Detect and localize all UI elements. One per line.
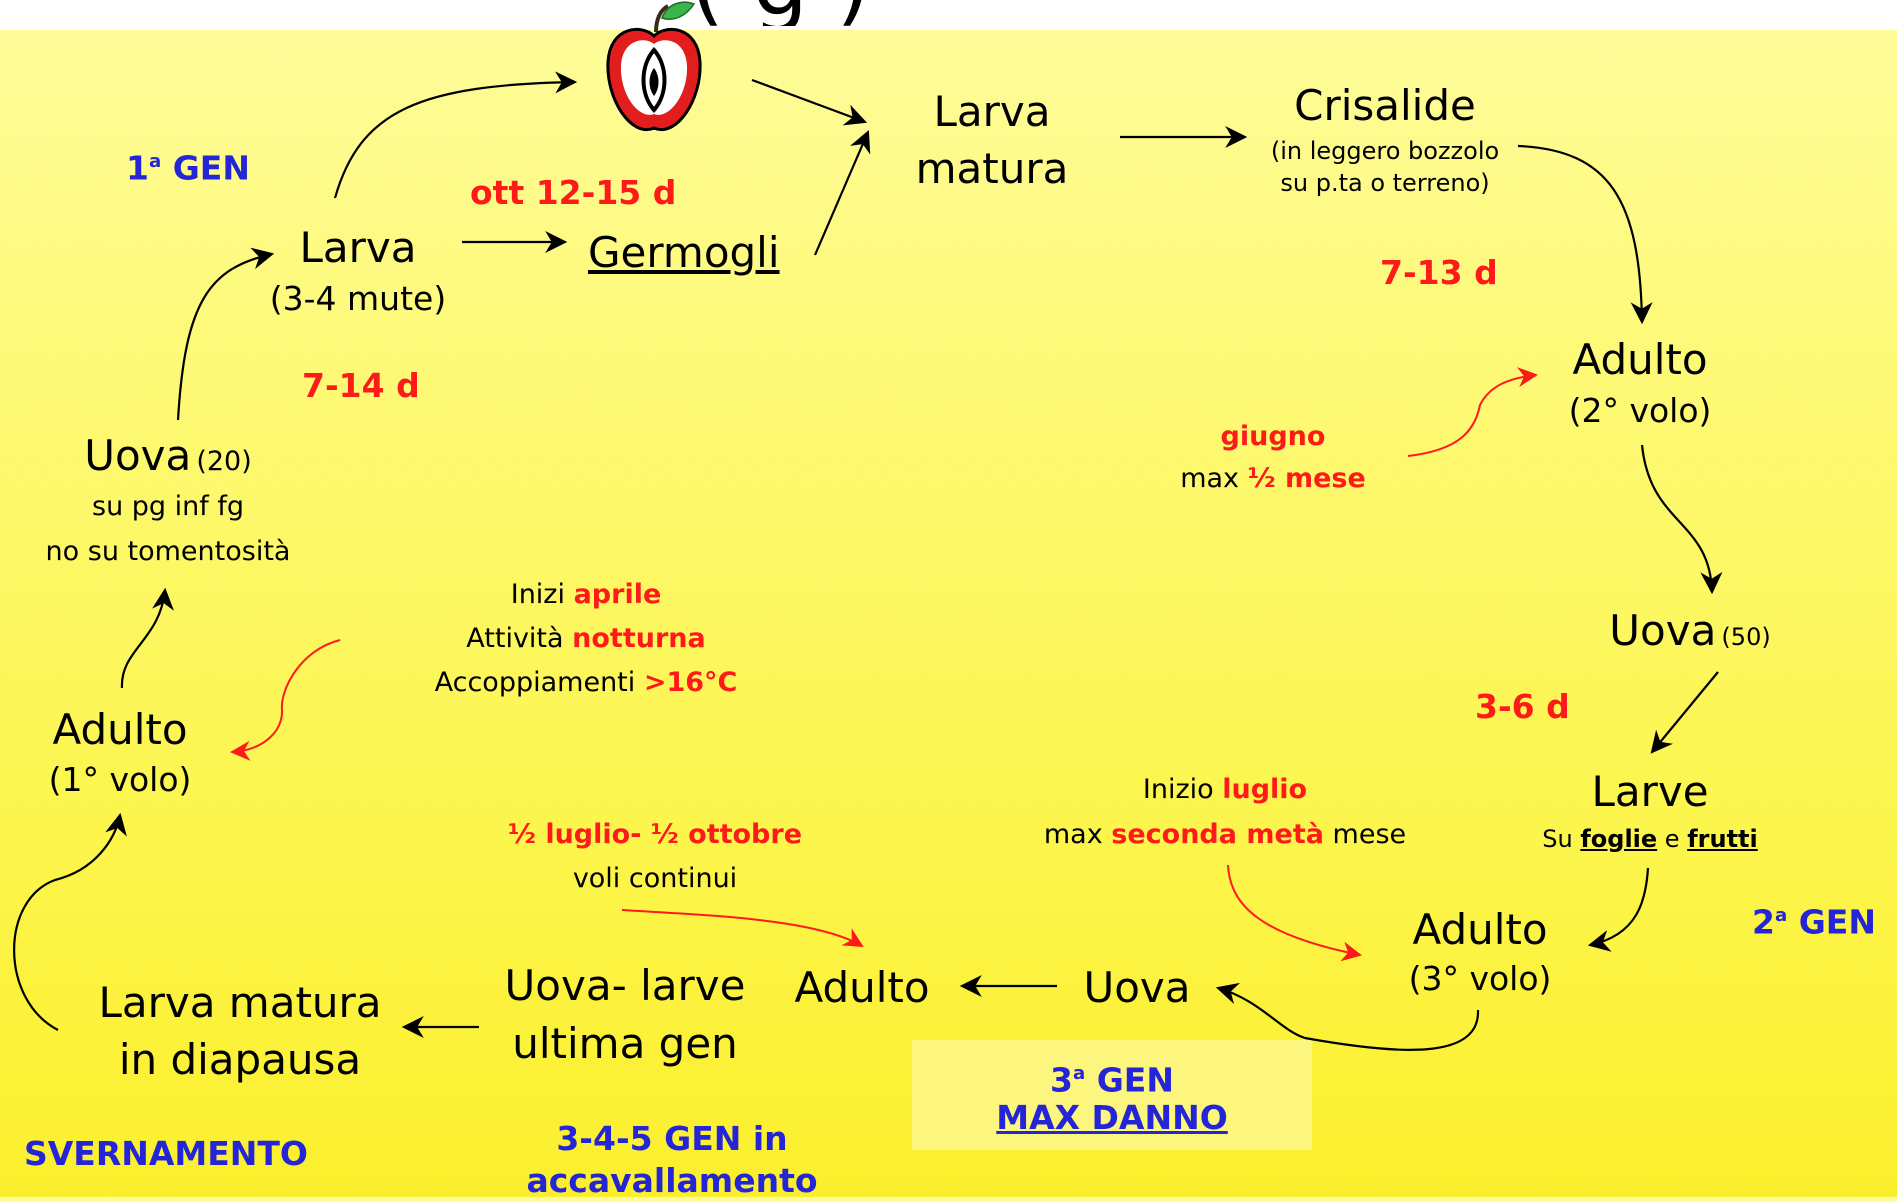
uova1-line1: su pg inf fg bbox=[92, 491, 244, 522]
gen1-label: 1a GEN bbox=[126, 148, 250, 188]
adulto2-sub: (2° volo) bbox=[1568, 391, 1712, 430]
inizi-line3: Accoppiamenti >16°C bbox=[434, 667, 738, 698]
arrow-larve-to-adulto3 bbox=[1587, 867, 1650, 952]
arrow-apple-to-larva-matura bbox=[751, 78, 868, 126]
red-arrow-half bbox=[621, 909, 864, 948]
apple-icon bbox=[606, 1, 702, 132]
red-arrow-giugno bbox=[1407, 367, 1538, 457]
top-band bbox=[0, 0, 1897, 30]
adulto3-label: Adulto bbox=[1412, 905, 1548, 954]
duration-7-13: 7-13 d bbox=[1380, 253, 1498, 292]
red-arrow-aprile bbox=[230, 639, 341, 761]
gen3-max-danno: MAX DANNO bbox=[996, 1098, 1228, 1137]
gen3-highlight-box bbox=[912, 1040, 1312, 1150]
half-period-line2: voli continui bbox=[572, 863, 738, 894]
gen345-line1: 3-4-5 GEN in bbox=[556, 1119, 788, 1158]
larva-matura-line1: Larva bbox=[933, 87, 1051, 136]
inizi-line2: Attività notturna bbox=[466, 623, 706, 654]
arrow-diapausa-to-adulto1 bbox=[13, 812, 127, 1031]
larve-label: Larve bbox=[1591, 767, 1709, 816]
adulto3-sub: (3° volo) bbox=[1408, 959, 1552, 998]
larva-sub: (3-4 mute) bbox=[269, 279, 447, 318]
adulto1-label: Adulto bbox=[52, 705, 188, 754]
larva-diapausa-line2: in diapausa bbox=[118, 1035, 362, 1084]
luglio-line1: Inizio luglio bbox=[1142, 774, 1308, 805]
adulto-last-label: Adulto bbox=[794, 963, 930, 1012]
arrow-adulto1-to-uova1 bbox=[120, 587, 174, 689]
svernamento-label: SVERNAMENTO bbox=[24, 1134, 308, 1173]
larva-diapausa-line1: Larva matura bbox=[98, 978, 382, 1027]
arrow-uova1-to-larva bbox=[176, 247, 275, 421]
giugno-max: max ½ mese bbox=[1180, 463, 1366, 494]
duration-7-14: 7-14 d bbox=[302, 366, 420, 405]
ott-duration: ott 12-15 d bbox=[470, 173, 677, 212]
uova1-label: Uova (20) bbox=[84, 431, 252, 480]
gen3-label: 3a GEN bbox=[1050, 1060, 1174, 1100]
adulto1-sub: (1° volo) bbox=[48, 760, 192, 799]
arrow-crisalide-to-adulto2 bbox=[1517, 144, 1653, 325]
crisalide-label: Crisalide bbox=[1294, 81, 1476, 130]
inizi-line1: Inizi aprile bbox=[510, 579, 662, 610]
arrow-uova2-to-larve bbox=[1650, 671, 1719, 754]
uova-larve-line1: Uova- larve bbox=[504, 961, 746, 1010]
adulto2-label: Adulto bbox=[1572, 335, 1708, 384]
gen2-label: 2a GEN bbox=[1752, 902, 1876, 942]
larve-sub: Su foglie e frutti bbox=[1542, 825, 1758, 853]
uova1-line2: no su tomentosità bbox=[45, 536, 291, 567]
crisalide-line1: (in leggero bozzolo bbox=[1270, 137, 1500, 165]
larva-matura-line2: matura bbox=[915, 144, 1069, 193]
uova-larve-line2: ultima gen bbox=[512, 1019, 738, 1068]
giugno-label: giugno bbox=[1220, 421, 1326, 452]
red-arrow-luglio bbox=[1227, 864, 1362, 962]
half-period-line1: ½ luglio- ½ ottobre bbox=[507, 819, 803, 850]
uova2-label: Uova (50) bbox=[1609, 606, 1771, 655]
arrow-adulto2-to-uova2 bbox=[1640, 444, 1723, 595]
arrow-larva-to-apple bbox=[333, 71, 578, 199]
title-fragment: ( g ) bbox=[690, 0, 1840, 26]
arrow-adulto3-to-uova3 bbox=[1215, 982, 1480, 1051]
uova3-label: Uova bbox=[1083, 963, 1191, 1012]
arrow-germogli-to-larva-matura bbox=[813, 129, 871, 256]
gen345-line2: accavallamento bbox=[526, 1161, 818, 1200]
crisalide-line2: su p.ta o terreno) bbox=[1280, 169, 1490, 197]
germogli-label: Germogli bbox=[588, 228, 780, 277]
duration-3-6: 3-6 d bbox=[1475, 687, 1570, 726]
luglio-line2: max seconda metà mese bbox=[1043, 819, 1407, 850]
larva-label: Larva bbox=[299, 223, 417, 272]
